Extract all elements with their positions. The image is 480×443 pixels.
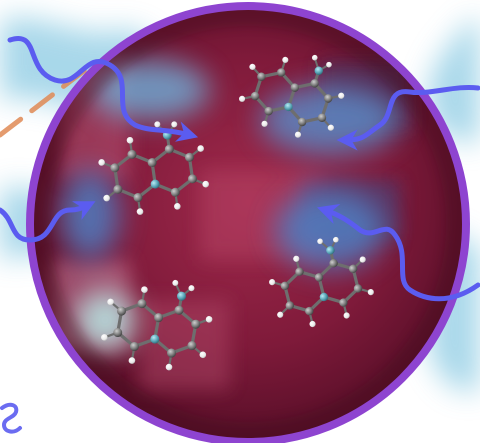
carbon-atom	[164, 144, 174, 154]
carbon-atom	[154, 313, 164, 323]
carbon-atom	[314, 273, 324, 282]
hydrogen-atom	[141, 286, 148, 293]
carbon-atom	[117, 306, 127, 316]
carbon-atom	[280, 281, 290, 290]
carbon-atom	[127, 149, 137, 159]
carbon-atom	[276, 68, 286, 77]
nitrogen-atom	[284, 102, 293, 112]
carbon-atom	[187, 174, 197, 184]
carbon-atom	[187, 341, 197, 351]
hydrogen-atom	[367, 289, 374, 296]
carbon-atom	[191, 319, 201, 329]
hydrogen-atom	[294, 131, 302, 138]
hydrogen-atom	[359, 256, 366, 263]
carbon-atom	[317, 113, 327, 123]
carbon-atom	[110, 163, 120, 173]
carbon-atom	[137, 299, 147, 309]
hydrogen-atom	[327, 124, 334, 131]
carbon-atom	[297, 117, 307, 127]
hydrogen-atom	[98, 159, 105, 166]
hydrogen-atom	[101, 334, 108, 341]
naphthylamine-molecule-icon	[101, 279, 213, 371]
carbon-atom	[133, 192, 143, 202]
carbon-atom	[295, 267, 304, 276]
carbon-atom	[329, 258, 338, 268]
hydrogen-atom	[269, 279, 276, 286]
naphthylamine-molecule-icon	[98, 121, 210, 215]
carbon-atom	[310, 79, 319, 88]
wavy-arrow-icon	[336, 84, 480, 151]
nitrogen-atom	[319, 292, 329, 302]
naphthylamine-molecule-icon	[238, 54, 345, 138]
hydrogen-atom	[333, 236, 339, 243]
carbon-atom	[339, 298, 348, 307]
edge-fragment	[0, 402, 22, 434]
carbon-atom	[113, 328, 123, 338]
hydrogen-atom	[338, 92, 345, 99]
hydrogen-atom	[205, 316, 213, 323]
carbon-atom	[353, 284, 363, 293]
carbon-atom	[305, 306, 314, 316]
hydrogen-atom	[103, 194, 110, 202]
molecule-layer	[98, 54, 374, 371]
carbon-atom	[147, 158, 157, 168]
carbon-atom	[174, 305, 184, 315]
hydrogen-atom	[277, 311, 284, 318]
hydrogen-atom	[309, 320, 316, 328]
carbon-atom	[129, 342, 139, 352]
hydrogen-atom	[238, 95, 246, 102]
hydrogen-atom	[174, 203, 181, 210]
nitrogen-atom	[314, 66, 323, 75]
nitrogen-atom	[326, 246, 335, 255]
hydrogen-atom	[199, 351, 207, 359]
hydrogen-atom	[154, 121, 161, 128]
carbon-atom	[166, 348, 176, 358]
carbon-atom	[184, 152, 194, 162]
carbon-atom	[264, 106, 273, 116]
hydrogen-atom	[128, 357, 136, 364]
arrow-layer	[0, 35, 480, 302]
hydrogen-atom	[136, 208, 144, 215]
carbon-atom	[285, 301, 295, 310]
hydrogen-atom	[197, 145, 204, 152]
hydrogen-atom	[317, 238, 323, 245]
hydrogen-atom	[165, 363, 173, 371]
hydrogen-atom	[326, 61, 332, 68]
hydrogen-atom	[126, 136, 134, 144]
wavy-arrow-icon	[317, 204, 480, 302]
hydrogen-atom	[282, 56, 289, 63]
carbon-atom	[290, 83, 299, 92]
naphthylamine-molecule-icon	[269, 236, 374, 328]
hydrogen-atom	[107, 298, 114, 306]
hydrogen-atom	[293, 255, 300, 262]
wavy-arrow-icon	[0, 201, 96, 243]
carbon-atom	[348, 264, 358, 273]
carbon-atom	[113, 184, 123, 194]
sample-circle	[26, 2, 470, 443]
wavy-arrow-icon	[7, 35, 199, 142]
hydrogen-atom	[311, 54, 318, 61]
carbon-atom	[170, 187, 180, 197]
hydrogen-atom	[188, 285, 195, 292]
nitrogen-atom	[177, 291, 187, 301]
nitrogen-atom	[150, 179, 160, 189]
carbon-atom	[324, 94, 333, 103]
hydrogen-atom	[172, 279, 179, 286]
hydrogen-atom	[343, 312, 350, 319]
carbon-atom	[257, 72, 266, 81]
nitrogen-atom	[150, 334, 160, 344]
hydrogen-atom	[249, 63, 256, 70]
hydrogen-atom	[261, 120, 268, 127]
hydrogen-atom	[202, 180, 210, 188]
carbon-atom	[250, 91, 260, 101]
